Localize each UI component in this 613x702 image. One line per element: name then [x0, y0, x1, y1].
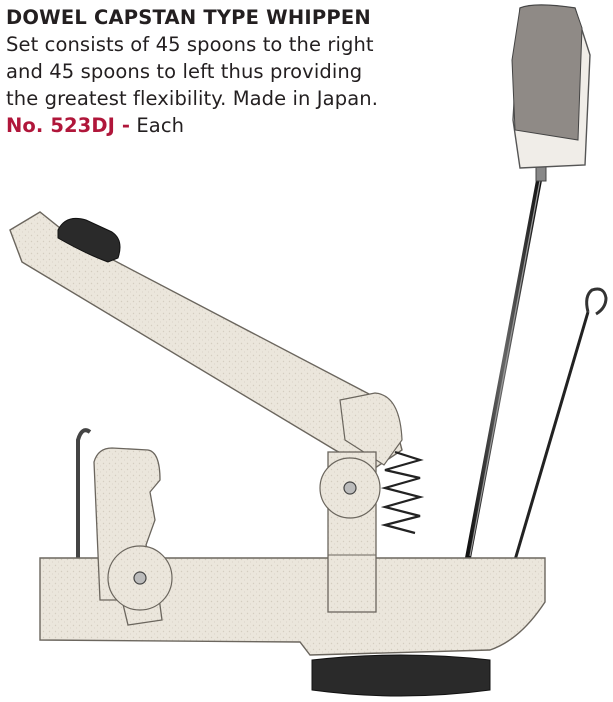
lever-heel — [339, 392, 403, 466]
base-felt — [311, 654, 491, 697]
product-title: DOWEL CAPSTAN TYPE WHIPPEN — [6, 6, 371, 29]
whippen-lever — [9, 211, 403, 471]
felt-cushion — [57, 217, 121, 263]
wire-shaft — [513, 311, 590, 561]
damper-felt — [511, 4, 583, 141]
description-line-3: the greatest flexibility. Made in Japan. — [6, 87, 378, 110]
description-line-2: and 45 spoons to left thus providing — [6, 60, 363, 83]
rod-highlight — [469, 174, 542, 557]
part-row: No. 523DJ - Each — [6, 112, 406, 139]
flange-pin — [343, 481, 357, 495]
damper-rod — [465, 172, 543, 561]
lever-body — [9, 211, 403, 471]
damper-assembly — [465, 4, 591, 561]
description-line-1: Set consists of 45 spoons to the right — [6, 33, 374, 56]
coil-spring — [380, 450, 425, 535]
spring-wire — [513, 287, 608, 561]
left-wire — [76, 428, 92, 560]
jack — [93, 447, 173, 626]
flange-upright — [319, 451, 381, 613]
wire-hook — [585, 287, 608, 316]
part-number: No. 523DJ - — [6, 114, 131, 137]
product-description: DOWEL CAPSTAN TYPE WHIPPEN Set consists … — [6, 4, 406, 139]
part-unit: Each — [136, 114, 185, 137]
jack-pin — [133, 571, 147, 585]
